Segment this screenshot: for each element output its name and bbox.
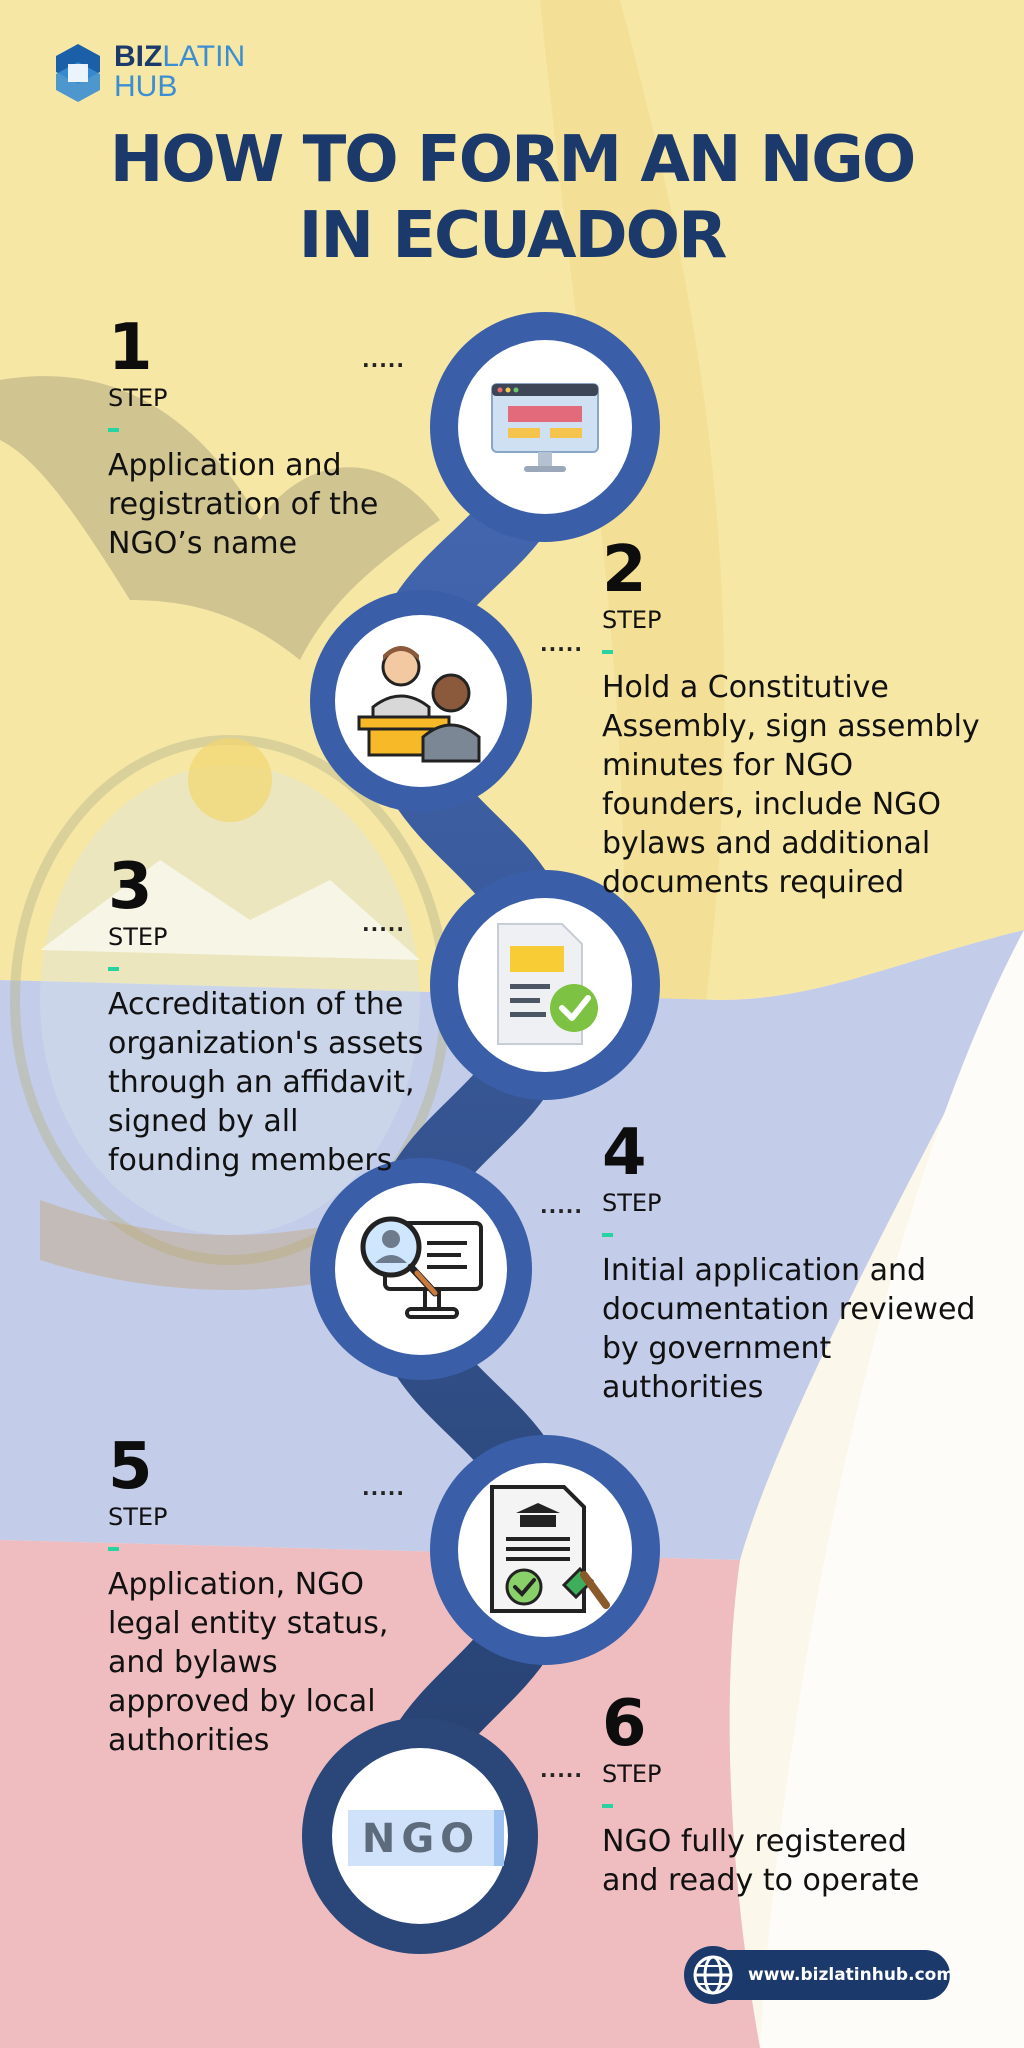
logo-text-biz: BIZ <box>114 40 163 73</box>
step-1-circle <box>430 312 660 542</box>
title-line-2: IN ECUADOR <box>298 199 728 273</box>
step-description: Application, NGO legal entity status, an… <box>108 1567 389 1758</box>
logo-text-hub: HUB <box>114 70 178 103</box>
step-2: 2 STEP Hold a Constitutive Assembly, sig… <box>602 533 1002 902</box>
leader-dots-1: ..... <box>362 348 405 372</box>
step-5-circle <box>430 1435 660 1665</box>
step-description: Initial application and documentation re… <box>602 1253 976 1405</box>
step-number: 6 <box>602 1687 647 1761</box>
step-1: 1 STEP Application and registration of t… <box>108 311 428 563</box>
step-6-circle: NGO <box>302 1718 538 1954</box>
green-dash <box>108 428 119 432</box>
step-3-circle <box>430 870 660 1100</box>
step-2-circle <box>310 590 532 812</box>
step-6: 6 STEP NGO fully registered and ready to… <box>602 1687 962 1900</box>
green-dash <box>602 1233 613 1237</box>
website-link[interactable]: www.bizlatinhub.com <box>684 1946 954 2004</box>
step-4: 4 STEP Initial application and documenta… <box>602 1116 1002 1407</box>
green-dash <box>602 650 613 654</box>
review-monitor-icon <box>360 1216 483 1319</box>
bizlatinhub-logo[interactable]: BIZLATIN HUB <box>52 40 272 110</box>
step-description: Accreditation of the organization's asse… <box>108 987 424 1178</box>
page-title: HOW TO FORM AN NGO IN ECUADOR <box>0 122 1024 274</box>
green-dash <box>108 967 119 971</box>
step-number: 5 <box>108 1430 153 1504</box>
leader-dots-3: ..... <box>362 912 405 936</box>
step-number: 4 <box>602 1116 647 1190</box>
green-dash <box>602 1804 613 1808</box>
step-number: 3 <box>108 850 153 924</box>
leader-dots-6: ..... <box>540 1758 583 1782</box>
green-dash <box>108 1547 119 1551</box>
step-label: STEP <box>602 1189 662 1217</box>
logo-text-latin: LATIN <box>162 40 246 73</box>
step-label: STEP <box>108 1503 168 1531</box>
ngo-badge-icon: NGO <box>348 1810 504 1866</box>
step-4-circle <box>310 1158 532 1380</box>
logo-mark-icon <box>56 44 100 102</box>
web-browser-icon <box>491 383 599 472</box>
step-description: Hold a Constitutive Assembly, sign assem… <box>602 670 980 900</box>
step-number: 1 <box>108 311 153 385</box>
stamped-certificate-icon <box>490 1485 610 1613</box>
ngo-badge-text: NGO <box>361 1816 481 1862</box>
step-3: 3 STEP Accreditation of the organization… <box>108 850 428 1180</box>
step-label: STEP <box>108 384 168 412</box>
globe-icon <box>684 1946 742 2004</box>
step-label: STEP <box>602 1760 662 1788</box>
step-description: Application and registration of the NGO’… <box>108 448 379 561</box>
website-url: www.bizlatinhub.com <box>748 1965 955 1985</box>
leader-dots-4: ..... <box>540 1194 583 1218</box>
step-label: STEP <box>108 923 168 951</box>
approved-document-icon <box>497 923 598 1045</box>
meeting-people-icon <box>357 646 481 763</box>
step-description: NGO fully registered and ready to operat… <box>602 1824 920 1898</box>
step-label: STEP <box>602 606 662 634</box>
step-number: 2 <box>602 533 647 607</box>
title-line-1: HOW TO FORM AN NGO <box>109 123 916 197</box>
leader-dots-2: ..... <box>540 632 583 656</box>
leader-dots-5: ..... <box>362 1476 405 1500</box>
step-5: 5 STEP Application, NGO legal entity sta… <box>108 1430 428 1760</box>
